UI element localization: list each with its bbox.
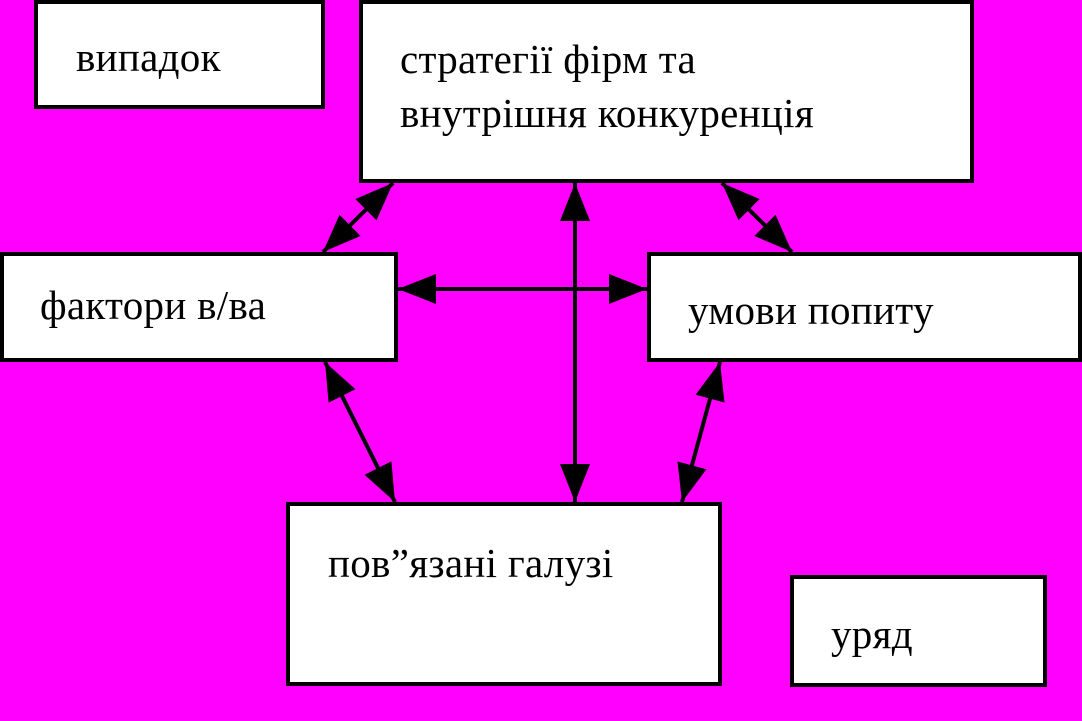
node-related: пов”язані галузі [286, 502, 722, 686]
arrow-factors-related [323, 361, 397, 503]
arrow-strategy-demand [720, 181, 794, 254]
node-strategy: стратегії фірм та внутрішня конкуренція [359, 0, 974, 183]
node-demand-label: умови попиту [688, 287, 934, 333]
node-related-label: пов”язані галузі [328, 540, 614, 586]
node-factors-label: фактори в/ва [40, 282, 267, 328]
node-case: випадок [34, 0, 325, 109]
node-government-label: уряд [831, 611, 913, 657]
node-strategy-label-line-1: стратегії фірм та [400, 36, 696, 82]
node-demand: умови попиту [647, 252, 1082, 362]
node-strategy-label-line-2: внутрішня конкуренція [400, 90, 814, 136]
node-government: уряд [790, 575, 1047, 687]
node-case-label: випадок [76, 34, 221, 80]
arrow-strategy-factors [321, 181, 395, 254]
arrow-demand-related [677, 361, 725, 503]
node-factors: фактори в/ва [0, 252, 398, 362]
